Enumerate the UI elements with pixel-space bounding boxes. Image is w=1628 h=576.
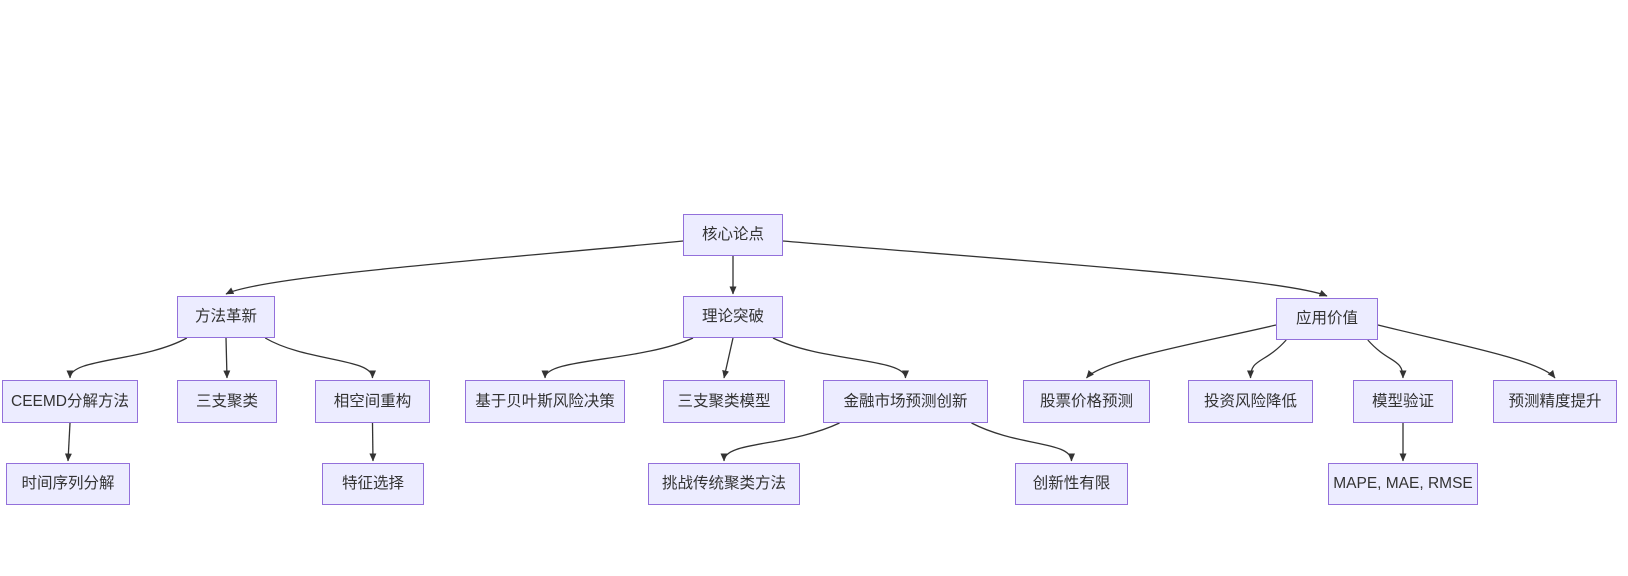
flowchart-node-core: 核心论点 <box>683 214 783 256</box>
node-label: 创新性有限 <box>1032 475 1111 493</box>
flowchart-node-fin: 金融市场预测创新 <box>823 380 988 423</box>
flowchart-node-precision: 预测精度提升 <box>1493 380 1617 423</box>
flowchart-node-application: 应用价值 <box>1276 298 1378 340</box>
flowchart-node-stock: 股票价格预测 <box>1023 380 1150 423</box>
flowchart-node-method: 方法革新 <box>177 296 275 338</box>
node-label: 模型验证 <box>1371 392 1434 410</box>
flowchart-node-ceemd: CEEMD分解方法 <box>2 380 138 423</box>
node-label: 三支聚类 <box>195 392 258 410</box>
node-label: 相空间重构 <box>333 392 412 410</box>
node-label: 理论突破 <box>701 308 764 326</box>
flowchart-node-invest: 投资风险降低 <box>1188 380 1313 423</box>
node-label: 特征选择 <box>341 475 404 493</box>
node-label: 挑战传统聚类方法 <box>661 475 786 493</box>
node-label: 核心论点 <box>701 226 764 244</box>
node-label: 三支聚类模型 <box>677 392 771 410</box>
node-label: 方法革新 <box>194 308 257 326</box>
node-label: 基于贝叶斯风险决策 <box>475 392 615 410</box>
flowchart-node-metrics: MAPE, MAE, RMSE <box>1328 463 1478 505</box>
flowchart-node-twc-model: 三支聚类模型 <box>663 380 785 423</box>
node-label: 预测精度提升 <box>1508 392 1602 410</box>
flowchart-node-challenge: 挑战传统聚类方法 <box>648 463 800 505</box>
flowchart-node-feature: 特征选择 <box>322 463 424 505</box>
node-label: 时间序列分解 <box>21 475 115 493</box>
node-label: 股票价格预测 <box>1039 392 1133 410</box>
node-label: CEEMD分解方法 <box>11 392 129 410</box>
flowchart-node-valid: 模型验证 <box>1353 380 1453 423</box>
node-label: MAPE, MAE, RMSE <box>1333 475 1473 493</box>
flowchart-node-limited: 创新性有限 <box>1015 463 1128 505</box>
node-label: 投资风险降低 <box>1203 392 1297 410</box>
flowchart-node-phase: 相空间重构 <box>315 380 430 423</box>
node-label: 金融市场预测创新 <box>843 392 968 410</box>
node-label: 应用价值 <box>1295 310 1358 328</box>
flowchart-node-bayes: 基于贝叶斯风险决策 <box>465 380 625 423</box>
flowchart-node-three-way: 三支聚类 <box>177 380 277 423</box>
flowchart-node-tsd: 时间序列分解 <box>6 463 130 505</box>
flowchart-node-theory: 理论突破 <box>683 296 783 338</box>
